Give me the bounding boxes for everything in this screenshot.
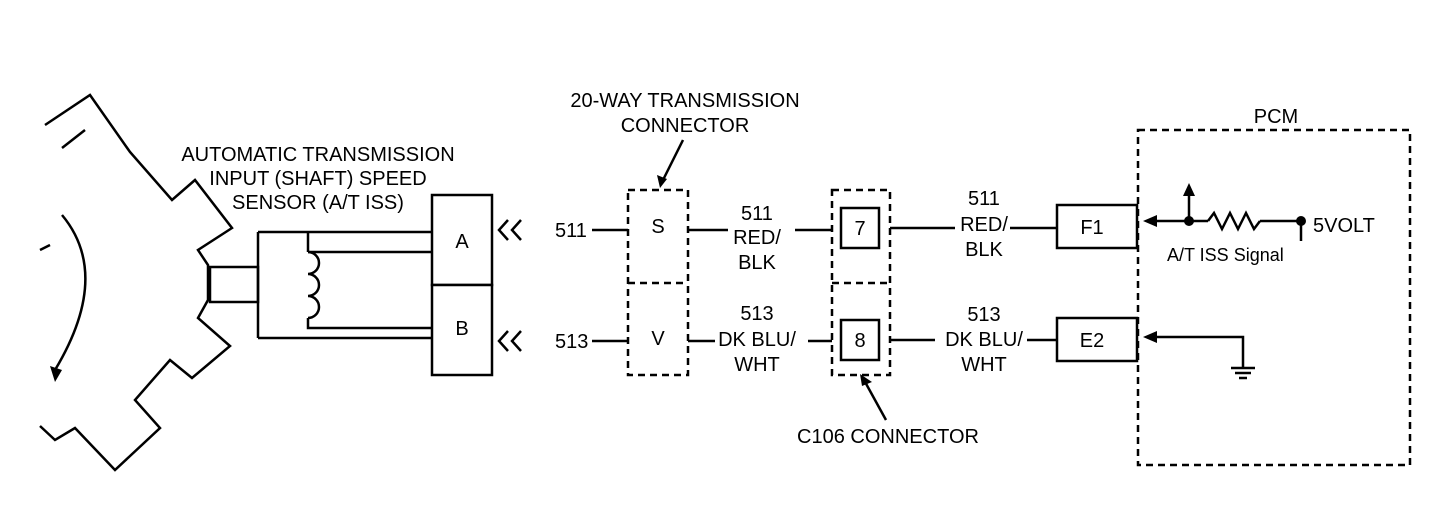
terminal-511-arrow	[497, 219, 522, 241]
connector20-pin-v: V	[651, 328, 665, 350]
c106-pin-7: 7	[854, 218, 865, 240]
wire-513-color1-right: DK BLU/	[945, 329, 1023, 351]
reluctor-gear	[39, 93, 234, 472]
connector20-pointer	[657, 139, 685, 188]
sensor-label-line2: INPUT (SHAFT) SPEED	[209, 168, 426, 190]
connector20-label-line1: 20-WAY TRANSMISSION	[570, 90, 799, 112]
wire-511-color2-mid: BLK	[738, 252, 776, 274]
wire-511-number-mid: 511	[741, 203, 773, 225]
wire-511-color1-right: RED/	[960, 214, 1008, 236]
wire-513-color2-right: WHT	[961, 354, 1007, 376]
ground-symbol	[1143, 331, 1255, 380]
iss-signal-label: A/T ISS Signal	[1167, 245, 1284, 265]
sensor-label-line3: SENSOR (A/T ISS)	[232, 192, 404, 214]
sensor-body	[208, 230, 432, 340]
c106-connector: 7 8	[830, 188, 892, 377]
c106-label: C106 CONNECTOR	[797, 426, 979, 448]
wire-513-number-right: 513	[967, 304, 1000, 326]
sensor-pin-b: B	[455, 318, 468, 340]
terminal-513-arrow	[497, 330, 522, 352]
sensor-connector: A B	[430, 193, 494, 377]
wire-511-number-sensor: 511	[555, 220, 587, 242]
rotation-arrow	[50, 214, 87, 382]
pcm-pin-e2: E2	[1080, 330, 1104, 352]
wire-511-color2-right: BLK	[965, 239, 1003, 261]
wire-511-color1-mid: RED/	[733, 227, 781, 249]
pcm-pin-f1: F1	[1080, 217, 1103, 239]
c106-pin-8: 8	[854, 330, 865, 352]
sensor-label-line1: AUTOMATIC TRANSMISSION	[181, 144, 454, 166]
five-volt-label: 5VOLT	[1313, 215, 1375, 237]
c106-pointer	[860, 374, 888, 421]
connector20-pin-s: S	[651, 216, 664, 238]
twenty-way-connector: S V	[626, 188, 690, 377]
wire-513-color1-mid: DK BLU/	[718, 329, 796, 351]
pcm-signal-circuit	[1143, 183, 1306, 241]
wire-511-number-right: 511	[968, 188, 1000, 210]
wire-513-number-sensor: 513	[555, 331, 588, 353]
connector20-label-line2: CONNECTOR	[621, 115, 750, 137]
wire-513-number-mid: 513	[740, 303, 773, 325]
wire-513-color2-mid: WHT	[734, 354, 780, 376]
pcm-module: F1 E2	[1055, 128, 1412, 467]
sensor-pin-a: A	[455, 231, 469, 253]
pcm-label: PCM	[1254, 106, 1298, 128]
